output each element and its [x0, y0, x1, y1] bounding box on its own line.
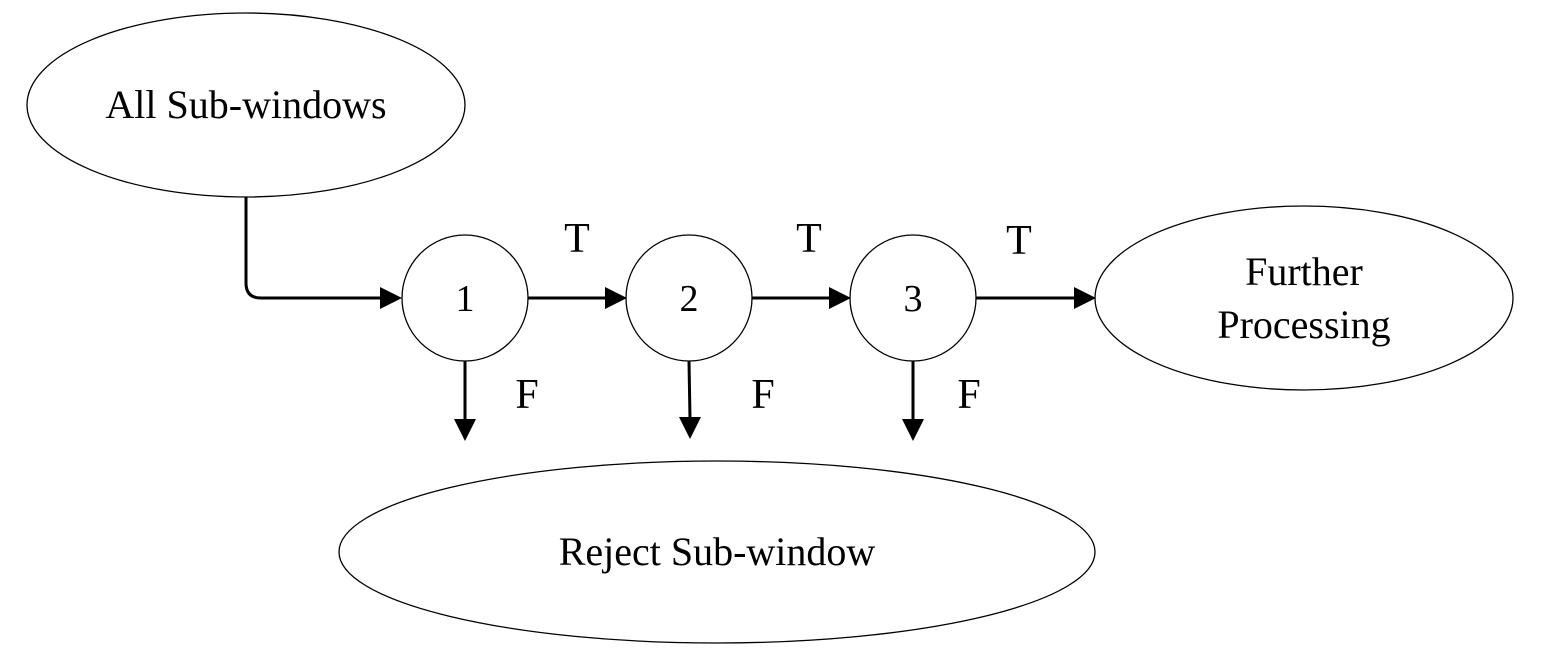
- reject-subwindow-ellipse: [338, 460, 1096, 644]
- edge-input-to-stage-1: [244, 197, 382, 300]
- arrowhead-true-1: [605, 287, 627, 309]
- arrowhead-true-3: [1074, 287, 1096, 309]
- node-stage-3: 3: [849, 234, 977, 362]
- stage-1-label: 1: [456, 278, 475, 320]
- arrowhead-false-2: [679, 417, 701, 439]
- arrowhead-true-2: [829, 287, 851, 309]
- further-processing-ellipse: [1094, 205, 1514, 391]
- node-reject-subwindow: Reject Sub-window: [338, 460, 1096, 644]
- node-stage-1: 1: [401, 234, 529, 362]
- label-true-3: T: [1006, 218, 1032, 264]
- all-subwindows-label: All Sub-windows: [105, 82, 386, 127]
- node-stage-2: 2: [625, 234, 753, 362]
- stage-3-label: 3: [904, 278, 923, 320]
- arrowhead-input: [380, 287, 402, 309]
- arrowhead-false-3: [902, 419, 924, 441]
- further-processing-label-line1: Further: [1245, 249, 1363, 294]
- label-false-1: F: [515, 372, 538, 418]
- label-false-3: F: [957, 372, 980, 418]
- edge-false-stage-2: [687, 360, 692, 420]
- further-processing-label-line2: Processing: [1217, 302, 1390, 347]
- node-further-processing: Further Processing: [1094, 205, 1514, 391]
- label-true-2: T: [796, 216, 822, 262]
- label-true-1: T: [564, 216, 590, 262]
- reject-subwindow-label: Reject Sub-window: [559, 529, 876, 574]
- arrowhead-false-1: [454, 419, 476, 441]
- label-false-2: F: [751, 372, 774, 418]
- node-all-subwindows: All Sub-windows: [26, 12, 466, 198]
- stage-2-label: 2: [680, 278, 699, 320]
